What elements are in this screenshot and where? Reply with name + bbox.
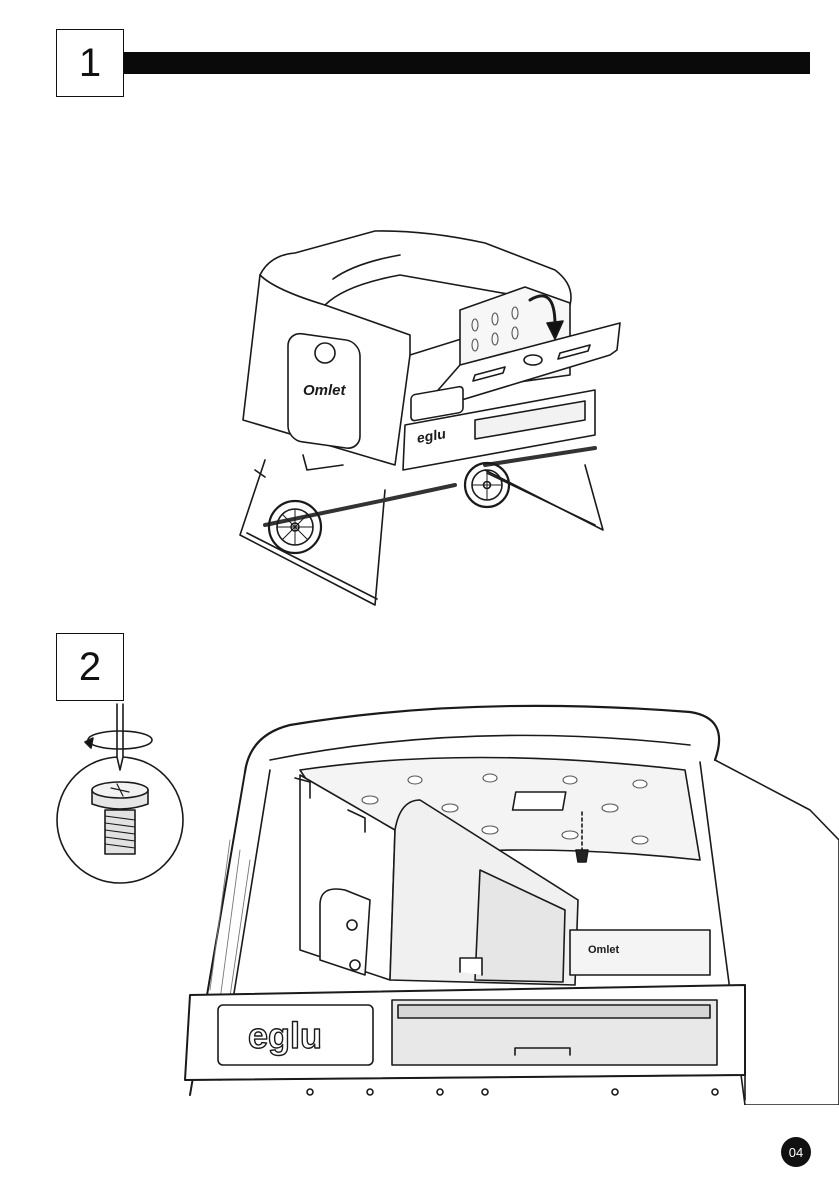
eglu-front-logo: eglu [248, 1015, 322, 1056]
step-1-number: 1 [56, 29, 124, 97]
omlet-logo-text: Omlet [303, 382, 347, 399]
step-1-header-bar [124, 52, 810, 74]
coop-interior-illustration: Omlet eglu [170, 700, 839, 1105]
omlet-inner-logo: Omlet [588, 944, 620, 956]
page-number-badge: 04 [781, 1137, 811, 1167]
step-2-number: 2 [56, 633, 124, 701]
coop-on-stand-illustration: Omlet eglu [225, 215, 625, 615]
